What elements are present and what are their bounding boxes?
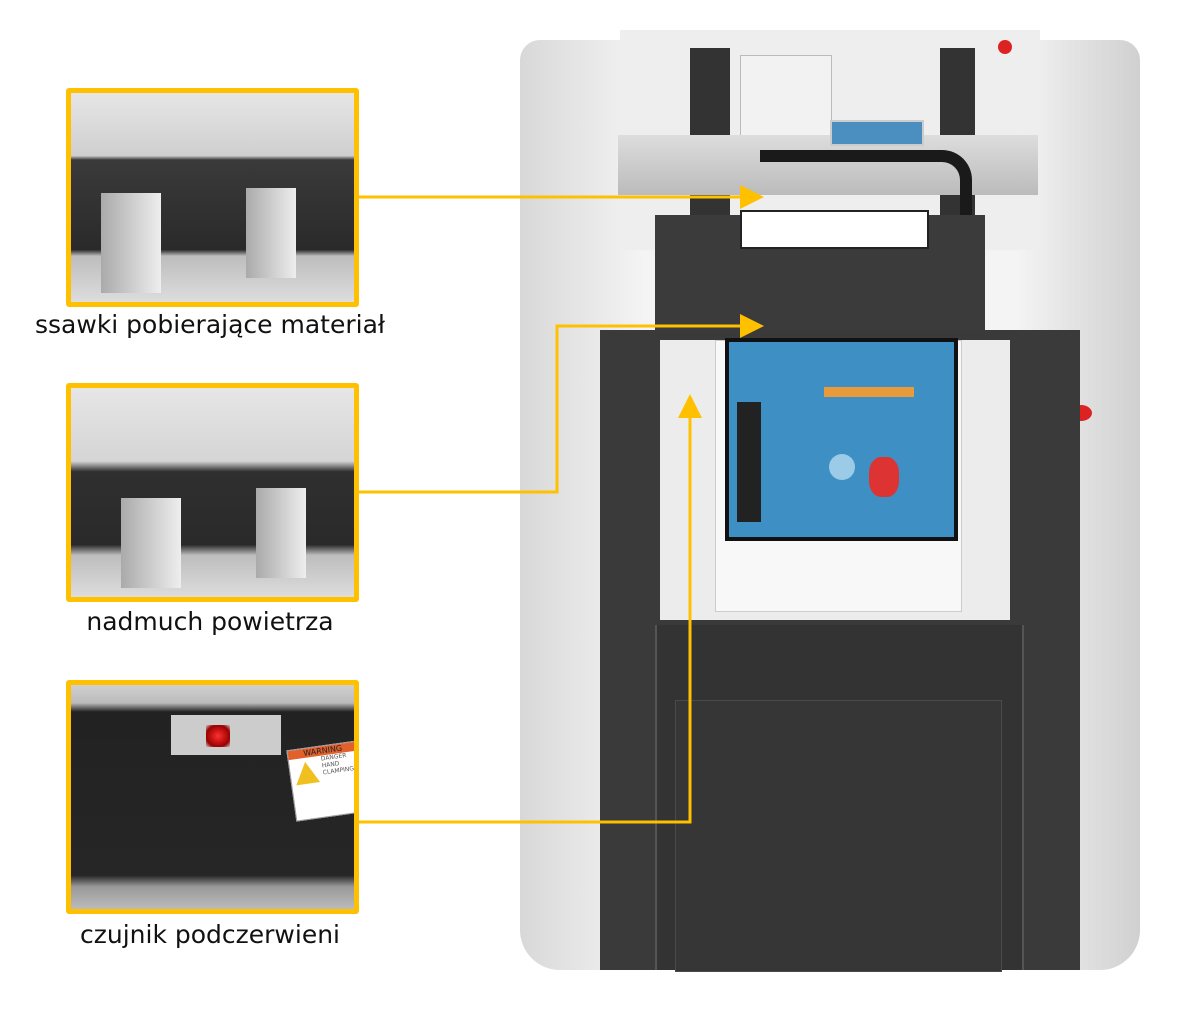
emergency-stop-top xyxy=(998,40,1012,54)
cable-chain xyxy=(760,150,972,222)
print-circle xyxy=(829,454,855,480)
suction-block xyxy=(101,193,161,293)
photo-infrared-sensor: WARNING DANGER HAND CLAMPING xyxy=(66,680,359,914)
printed-sheet xyxy=(725,338,958,541)
print-side-strip xyxy=(737,402,761,522)
blower-block xyxy=(121,498,181,588)
callout-label: nadmuch powietrza xyxy=(86,607,334,636)
print-bar xyxy=(824,387,914,397)
control-screen xyxy=(830,120,924,146)
arrow-sensor xyxy=(359,394,702,824)
arrow-air xyxy=(359,314,764,494)
callout-label: czujnik podczerwieni xyxy=(80,920,340,949)
callout-label: ssawki pobierające materiał xyxy=(35,310,385,339)
lower-door xyxy=(675,700,1002,972)
photo-air-blower xyxy=(66,383,359,602)
suction-block xyxy=(246,188,296,278)
photo-suction-cups xyxy=(66,88,359,307)
printed-sheet-top xyxy=(740,210,929,249)
blower-block xyxy=(256,488,306,578)
print-splash xyxy=(869,457,899,497)
sensor-red-light xyxy=(206,725,230,747)
